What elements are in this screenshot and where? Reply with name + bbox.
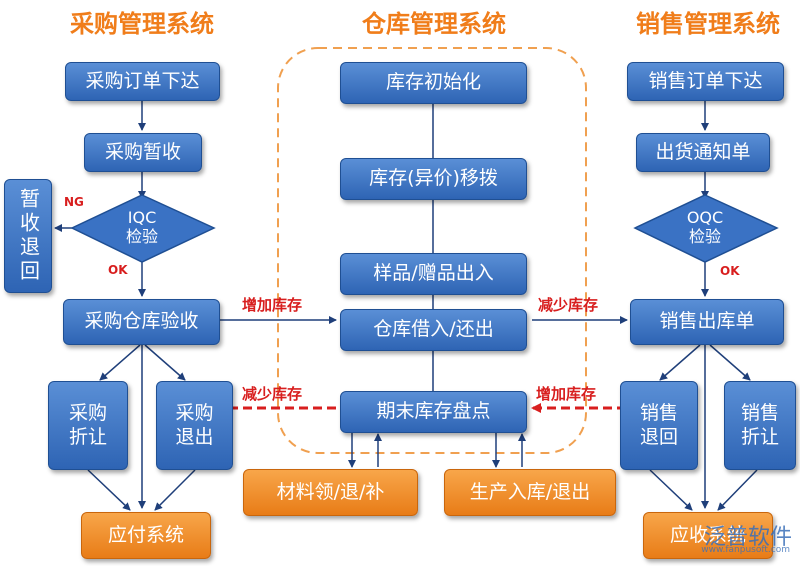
increase-inventory-label-right: 增加库存 [536,385,597,403]
sales-discount-box: 销售 折让 [724,381,796,470]
oqc-label: OQC 检验 [686,208,724,247]
ng-label: NG [64,195,84,209]
sales-return-box: 销售 退回 [620,381,698,470]
warehouse-borrow-box: 仓库借入/还出 [340,309,527,351]
decrease-inventory-label-right: 减少库存 [538,296,599,314]
purchase-warehouse-check-box: 采购仓库验收 [63,299,220,345]
warehouse-region [277,47,587,454]
purchase-order-box: 采购订单下达 [65,62,220,101]
iqc-ok-label: OK [108,263,128,277]
warehouse-system-title: 仓库管理系统 [362,10,506,38]
link-discount-to-receivable [717,469,758,511]
material-issue-box: 材料领/退/补 [243,469,418,516]
link-check-to-discount [99,344,141,381]
period-stocktake-box: 期末库存盘点 [340,391,527,433]
link-return-to-payable [154,469,196,511]
sample-gift-box: 样品/赠品出入 [340,253,527,295]
decrease-inventory-label-left: 减少库存 [242,385,303,403]
delivery-notice-box: 出货通知单 [636,133,770,172]
inventory-transfer-box: 库存(异价)移拨 [340,158,527,200]
purchase-discount-box: 采购 折让 [48,381,128,470]
purchase-system-title: 采购管理系统 [70,10,214,38]
sales-outbound-box: 销售出库单 [630,299,784,345]
inventory-init-box: 库存初始化 [340,62,527,104]
oqc-ok-label: OK [720,264,740,278]
brand-url-watermark: www.fanpusoft.com [701,545,790,555]
link-outbound-to-discount [709,344,751,381]
purchase-return-box: 采购 退出 [156,381,233,470]
sales-system-title: 销售管理系统 [636,10,780,38]
payable-system-box: 应付系统 [81,512,211,559]
production-inbound-box: 生产入库/退出 [444,469,616,516]
link-check-to-return [144,344,186,381]
link-return-to-receivable [649,469,693,511]
receivable-system-box: 应收系统 [643,512,773,559]
temp-return-box: 暂收退回 [4,179,52,293]
iqc-diamond [70,194,216,263]
sales-order-box: 销售订单下达 [627,62,784,101]
iqc-label: IQC 检验 [125,208,158,247]
purchase-temp-receive-box: 采购暂收 [84,133,202,172]
brand-watermark: 泛普软件 [703,525,792,550]
increase-inventory-label-left: 增加库存 [242,296,303,314]
link-outbound-to-return [659,344,701,381]
link-discount-to-payable [87,469,131,511]
oqc-diamond [633,194,779,263]
